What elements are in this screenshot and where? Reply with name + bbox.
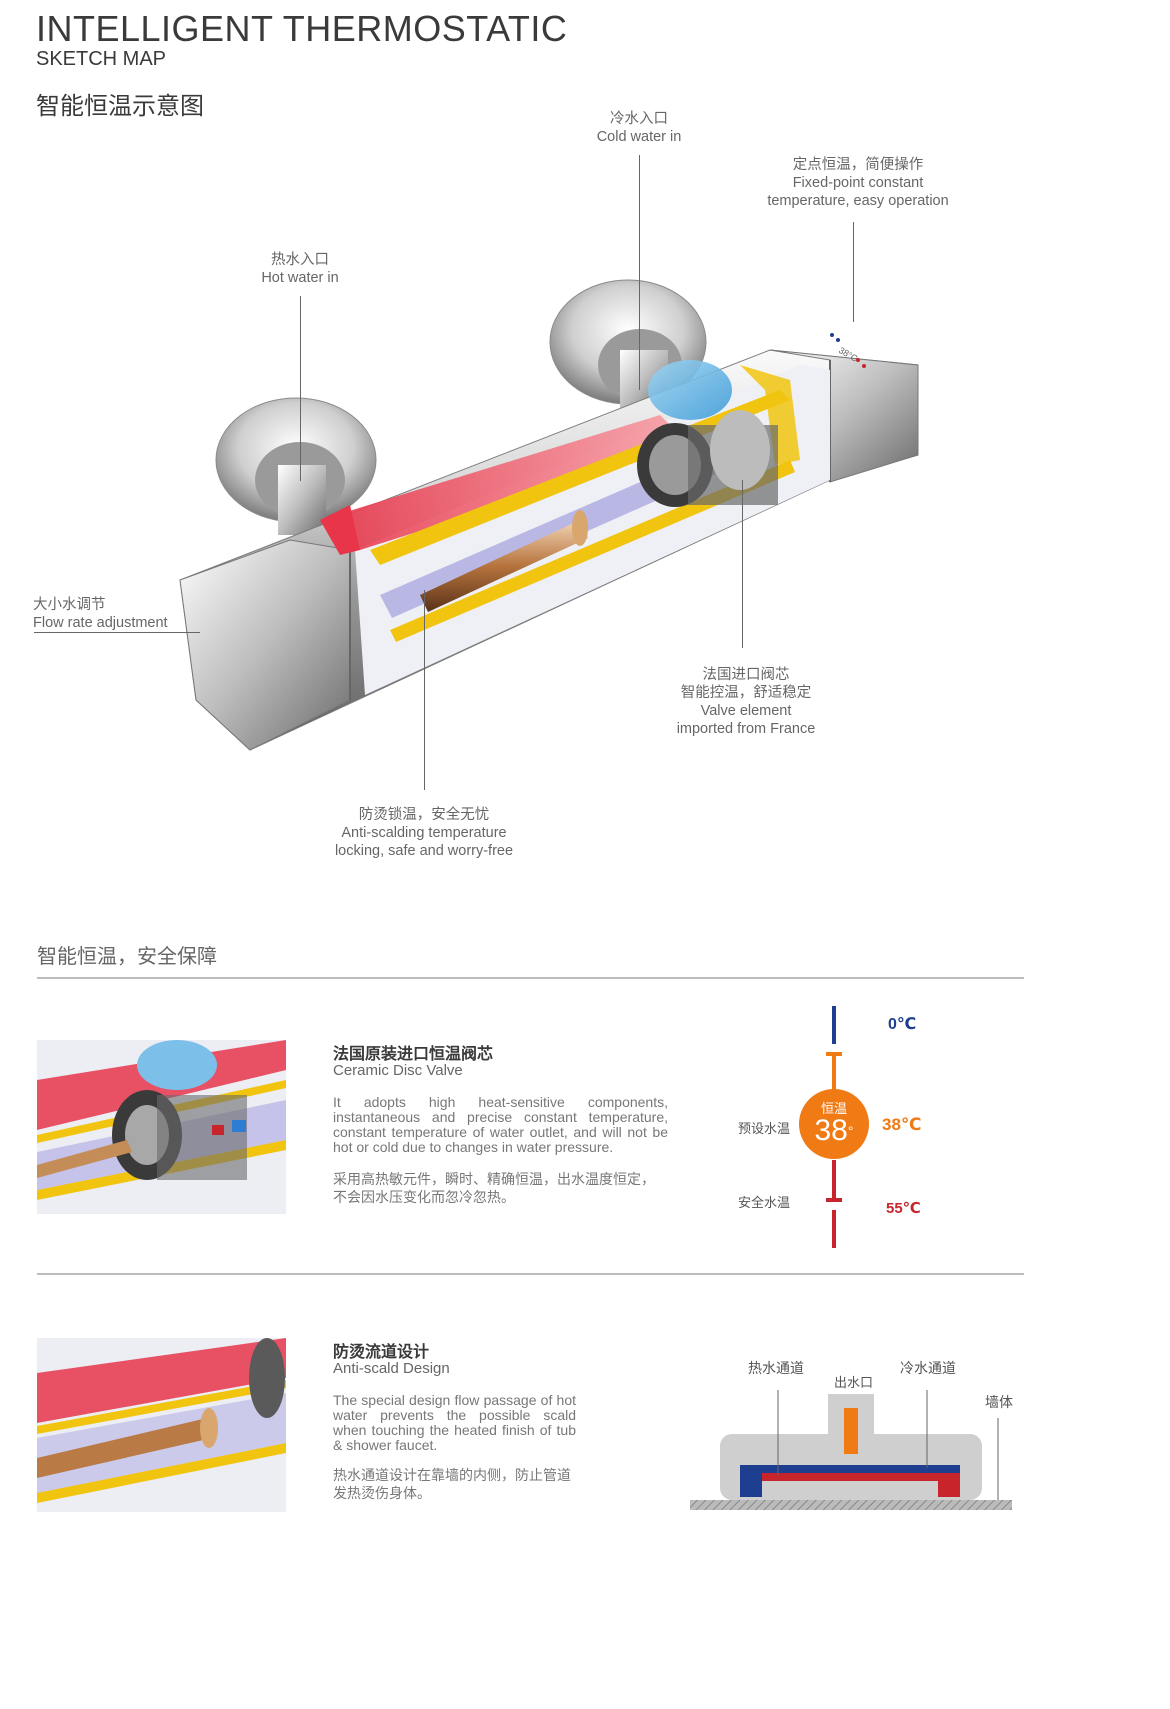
callout-flow-en: Flow rate adjustment <box>33 615 168 631</box>
callout-line-flow <box>34 632 200 633</box>
callout-line-anti-scald <box>424 590 425 790</box>
feature2-subtitle: Anti-scald Design <box>333 1360 450 1377</box>
callout-fixed-cn: 定点恒温，简便操作 <box>792 157 924 173</box>
temp-scale-preset-bar-top <box>832 1052 836 1092</box>
temp-scale-safe-bar-top <box>832 1160 836 1200</box>
page-subtitle: SKETCH MAP <box>36 48 167 70</box>
callout-line-valve <box>742 480 743 648</box>
valve-cutaway-photo <box>37 1040 286 1214</box>
feature2-description-cn: 热水通道设计在靠墙的内侧，防止管道 发热烫伤身体。 <box>333 1466 593 1502</box>
callout-valve-en1: Valve element <box>700 703 792 719</box>
callout-anti-scald: 防烫锁温，安全无忧 Anti-scalding temperature lock… <box>324 806 524 860</box>
temp-scale-safe-cap <box>826 1198 842 1202</box>
callout-fixed-en2: temperature, easy operation <box>767 193 949 209</box>
section-divider-middle <box>37 1273 1024 1275</box>
feature1-description-cn: 采用高热敏元件，瞬时、精确恒温，出水温度恒定， 不会因水压变化而忽冷忽热。 <box>333 1170 678 1206</box>
temp-scale-hot-bar <box>832 1210 836 1248</box>
constant-temp-circle-degree: ° <box>847 1123 854 1139</box>
callout-cold-water-in: 冷水入口 Cold water in <box>579 110 699 146</box>
anti-scald-cutaway-photo <box>37 1338 286 1512</box>
outlet-label: 出水口 <box>834 1375 874 1390</box>
feature1-title: 法国原装进口恒温阀芯 <box>333 1046 494 1063</box>
temp-zero-value: 0℃ <box>888 1016 917 1033</box>
feature1-desc-cn-line2: 不会因水压变化而忽冷忽热。 <box>333 1189 515 1205</box>
constant-temp-circle-label: 恒温 <box>820 1101 847 1116</box>
callout-fixed-point: 定点恒温，简便操作 Fixed-point constant temperatu… <box>758 156 958 210</box>
callout-cold-cn: 冷水入口 <box>610 111 668 127</box>
callout-valve-en2: imported from France <box>676 721 816 737</box>
callout-line-fixed <box>853 222 854 322</box>
hot-channel-label: 热水通道 <box>748 1360 804 1376</box>
feature2-desc-cn-line2: 发热烫伤身体。 <box>333 1485 431 1501</box>
callout-flow-rate: 大小水调节 Flow rate adjustment <box>33 596 168 632</box>
callout-hot-water-in: 热水入口 Hot water in <box>240 251 360 287</box>
cold-channel-label: 冷水通道 <box>900 1360 956 1376</box>
feature1-subtitle: Ceramic Disc Valve <box>333 1062 463 1079</box>
wall-hatch <box>690 1500 1012 1510</box>
callout-anti-scald-en2: locking, safe and worry-free <box>334 843 514 859</box>
callout-flow-cn: 大小水调节 <box>33 597 106 613</box>
feature2-title: 防烫流道设计 <box>333 1344 430 1361</box>
section-divider-top <box>37 977 1024 979</box>
outlet-channel <box>844 1408 858 1454</box>
hot-channel-bar <box>740 1473 960 1481</box>
safe-temp-label: 安全水温 <box>738 1195 791 1210</box>
constant-temp-circle-value: 38 <box>814 1114 848 1147</box>
cold-inlet <box>740 1473 762 1497</box>
page-title-cn: 智能恒温示意图 <box>36 93 204 120</box>
callout-anti-scald-en1: Anti-scalding temperature <box>341 825 507 841</box>
hot-inlet <box>938 1473 960 1497</box>
callout-fixed-en1: Fixed-point constant <box>792 175 924 191</box>
callout-anti-scald-cn: 防烫锁温，安全无忧 <box>358 807 490 823</box>
callout-line-hot <box>300 296 301 481</box>
callout-valve-element: 法国进口阀芯 智能控温，舒适稳定 Valve element imported … <box>656 666 836 738</box>
page-title: INTELLIGENT THERMOSTATIC <box>36 8 568 49</box>
callout-hot-en: Hot water in <box>261 270 339 286</box>
anti-scald-flow-diagram <box>690 1390 1012 1510</box>
cold-channel-bar <box>740 1465 960 1473</box>
temp-scale-cold-bar <box>832 1006 836 1044</box>
feature1-description-en: It adopts high heat-sensitive components… <box>333 1094 668 1155</box>
callout-valve-cn2: 智能控温，舒适稳定 <box>680 685 812 701</box>
thermostatic-faucet-illustration: 38°C <box>179 279 919 751</box>
callout-line-cold <box>639 155 640 390</box>
constant-temp-circle: 恒温 38° <box>799 1089 869 1159</box>
section-title: 智能恒温，安全保障 <box>37 946 217 968</box>
wall-label: 墙体 <box>985 1394 1013 1410</box>
callout-cold-en: Cold water in <box>596 129 682 145</box>
preset-temp-label: 预设水温 <box>738 1121 791 1136</box>
safe-temp-value: 55℃ <box>886 1200 921 1217</box>
constant-temp-circle-value-wrap: 38° <box>799 1116 869 1146</box>
callout-valve-cn1: 法国进口阀芯 <box>702 667 790 683</box>
feature2-desc-cn-line1: 热水通道设计在靠墙的内侧，防止管道 <box>333 1467 571 1483</box>
preset-temp-value: 38℃ <box>882 1115 922 1134</box>
feature2-description-en: The special design flow passage of hot w… <box>333 1392 576 1453</box>
callout-hot-cn: 热水入口 <box>271 252 329 268</box>
feature1-desc-cn-line1: 采用高热敏元件，瞬时、精确恒温，出水温度恒定， <box>333 1171 655 1187</box>
